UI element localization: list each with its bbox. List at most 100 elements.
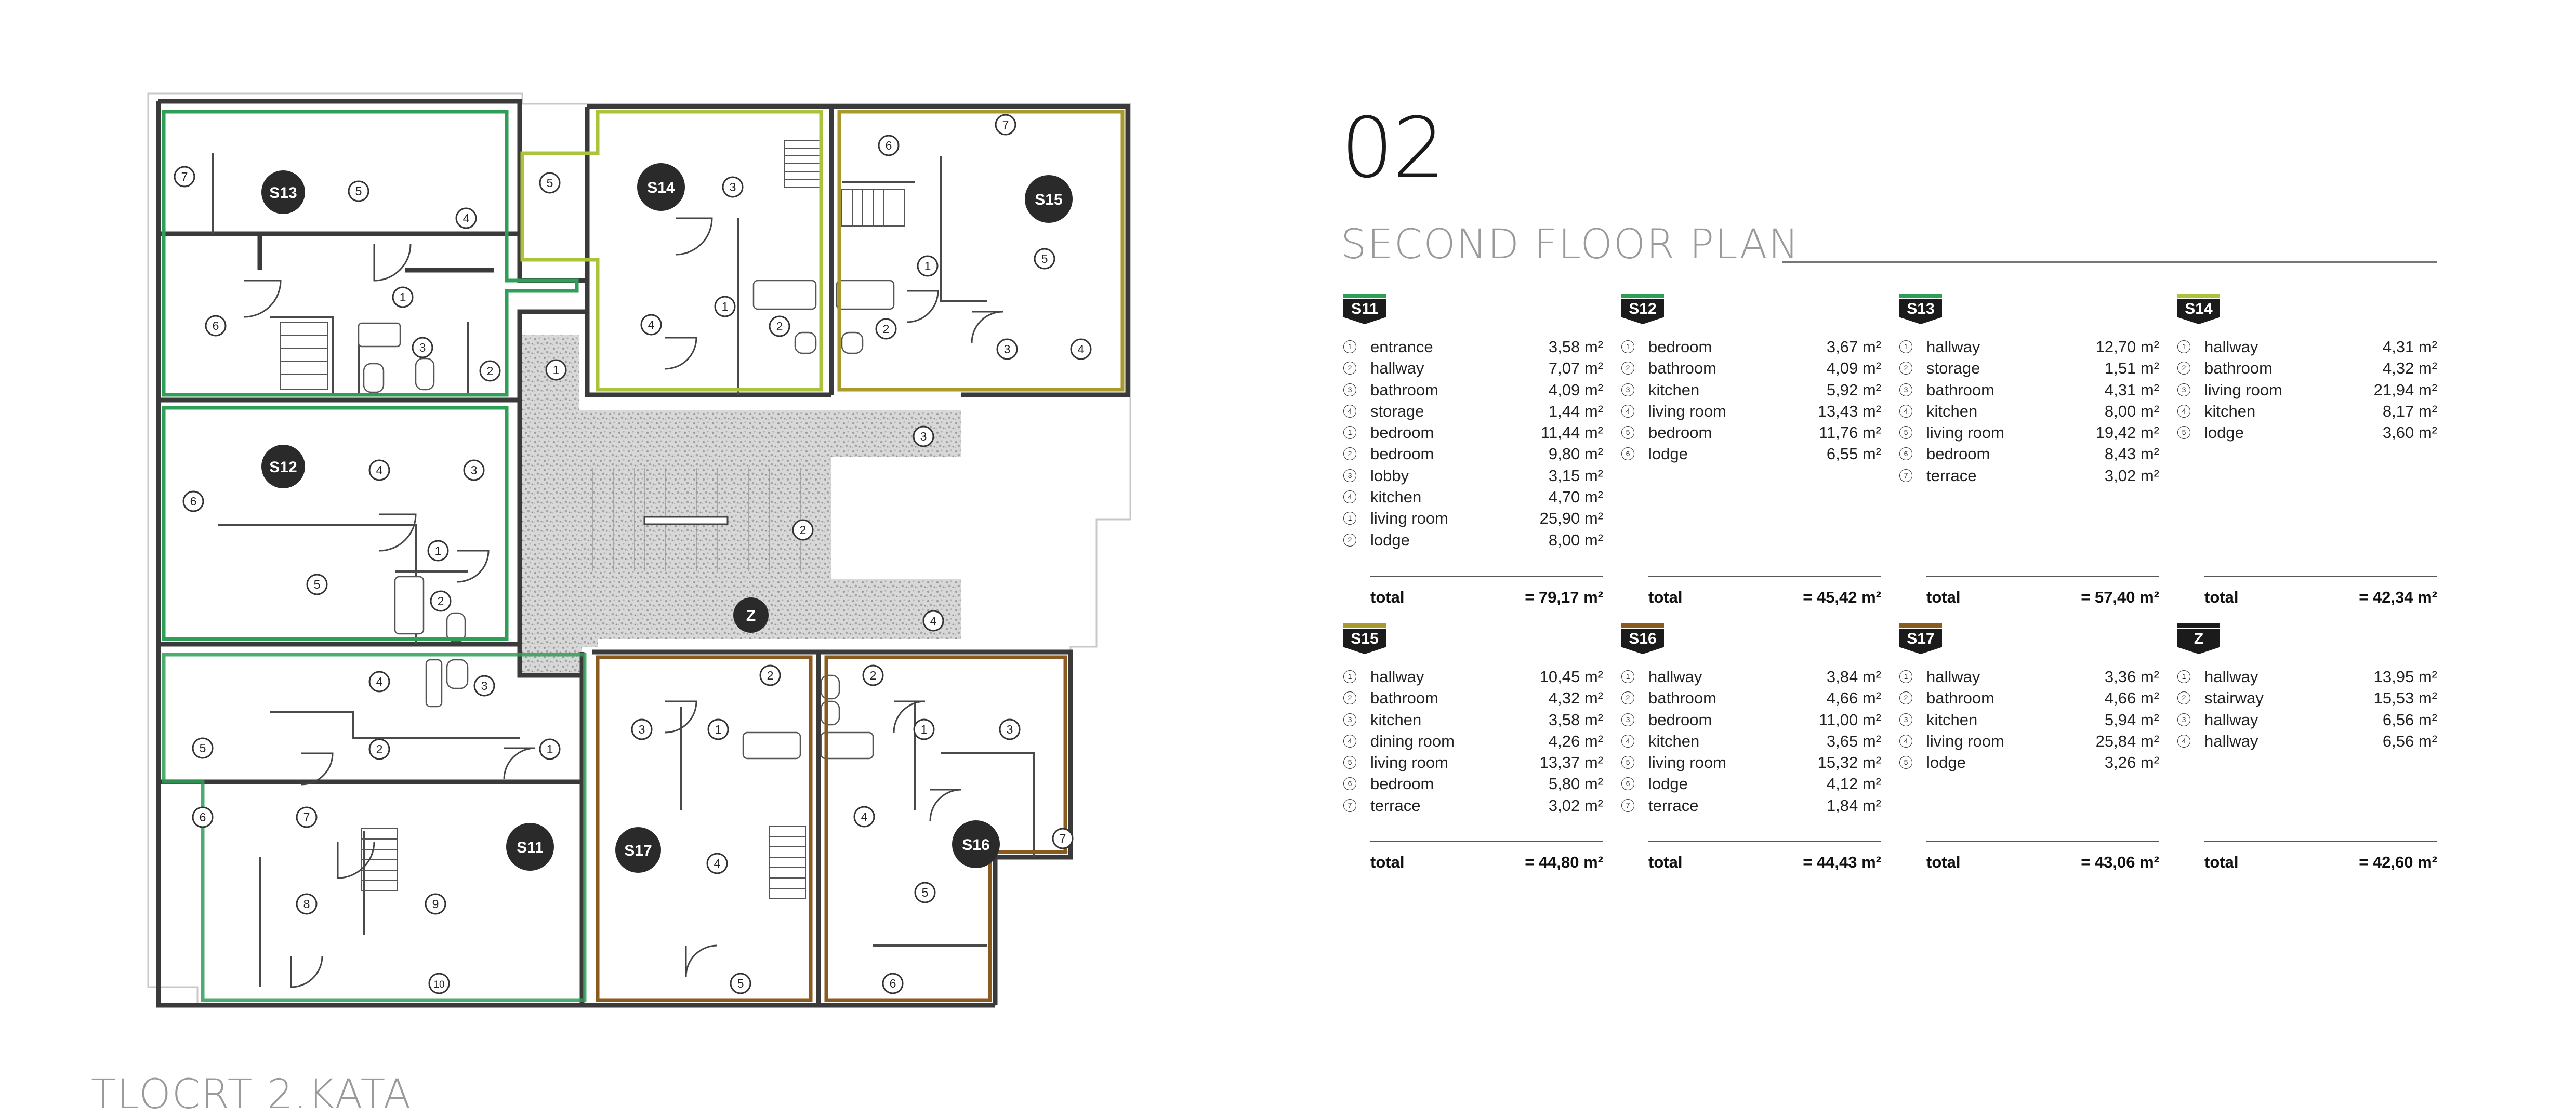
room-number-s13-2: 5 — [348, 180, 369, 202]
total-value: = 42,60 m² — [2359, 853, 2437, 871]
svg-text:6: 6 — [213, 319, 219, 332]
outline-s12 — [162, 406, 509, 641]
total-label: total — [2204, 853, 2239, 871]
room-name: storage — [1370, 402, 1424, 420]
total-row: total= 57,40 m² — [1926, 587, 2159, 608]
room-number-s16-7: 6 — [882, 973, 904, 994]
room-area: 4,32 m² — [2382, 359, 2437, 378]
room-number: 4 — [1621, 734, 1634, 748]
room-name: living room — [2204, 380, 2282, 399]
room-number: 5 — [1899, 756, 1912, 769]
room-number: 2 — [1343, 533, 1356, 547]
svg-text:1: 1 — [715, 723, 722, 736]
room-area: 11,00 m² — [1818, 710, 1881, 729]
unit-color-flag — [1621, 623, 1664, 628]
room-number: 2 — [2177, 362, 2190, 375]
room-number: 2 — [1343, 362, 1356, 375]
room-name: bedroom — [1370, 423, 1434, 442]
room-area: 8,43 m² — [2104, 445, 2159, 463]
room-number-s16-6: 5 — [914, 882, 936, 903]
room-number: 1 — [1621, 670, 1634, 683]
unit-color-flag — [2177, 623, 2220, 628]
room-area: 4,66 m² — [1826, 689, 1881, 708]
room-number: 1 — [1343, 670, 1356, 683]
room-area: 6,55 m² — [1826, 445, 1881, 463]
total-label: total — [1926, 853, 1961, 871]
svg-text:6: 6 — [190, 495, 197, 508]
svg-text:3: 3 — [1004, 342, 1011, 356]
total-row: total= 44,80 m² — [1370, 852, 1603, 873]
room-number: 4 — [1621, 404, 1634, 418]
room-name: hallway — [2204, 731, 2258, 750]
room-number: 6 — [1343, 777, 1356, 791]
svg-text:2: 2 — [870, 669, 877, 682]
room-area: 12,70 m² — [2095, 338, 2159, 356]
room-number-s17-3: 1 — [707, 718, 729, 740]
room-name: living room — [1370, 753, 1448, 772]
svg-text:6: 6 — [200, 810, 206, 824]
total-label: total — [1648, 588, 1683, 606]
room-number: 1 — [1899, 340, 1912, 353]
unit-tag-label: S12 — [1629, 300, 1657, 317]
room-number: 3 — [1899, 713, 1912, 726]
room-area: 3,02 m² — [2104, 466, 2159, 485]
room-area: 3,58 m² — [1548, 338, 1603, 356]
room-number: 3 — [2177, 713, 2190, 726]
svg-text:7: 7 — [1060, 832, 1066, 845]
total-row: total= 43,06 m² — [1926, 852, 2159, 873]
outline-s17 — [596, 655, 813, 1002]
room-area: 4,09 m² — [1548, 380, 1603, 399]
svg-text:5: 5 — [737, 977, 744, 990]
total-value: = 44,43 m² — [1803, 853, 1881, 871]
total-divider — [2204, 841, 2437, 842]
room-number: 2 — [2177, 691, 2190, 705]
room-number-s16-5: 7 — [1052, 828, 1074, 849]
room-name: storage — [1926, 359, 1980, 378]
room-area: 19,42 m² — [2095, 423, 2159, 442]
room-number: 5 — [1621, 426, 1634, 440]
room-number: 3 — [1343, 713, 1356, 726]
room-name: hallway — [2204, 338, 2258, 356]
room-name: bathroom — [2204, 359, 2273, 378]
svg-text:4: 4 — [463, 211, 470, 225]
svg-text:3: 3 — [471, 463, 478, 477]
room-number-s13-6: 3 — [412, 337, 433, 358]
unit-tag-label: S13 — [1907, 300, 1935, 317]
svg-text:2: 2 — [776, 320, 783, 333]
svg-text:7: 7 — [303, 810, 310, 824]
total-label: total — [1370, 588, 1405, 606]
room-area: 3,84 m² — [1826, 668, 1881, 686]
room-number-s13-7: 2 — [479, 360, 501, 382]
room-number-s16-4: 4 — [853, 806, 875, 828]
floor-title: SECOND FLOOR PLAN — [1341, 221, 1800, 268]
room-name: bedroom — [1648, 710, 1712, 729]
room-number: 5 — [1899, 426, 1912, 440]
unit-outlines — [162, 110, 1125, 1002]
room-area: 3,36 m² — [2104, 668, 2159, 686]
unit-tag-label: S15 — [1351, 630, 1379, 647]
svg-text:2: 2 — [376, 742, 383, 756]
room-number: 4 — [1343, 404, 1356, 418]
room-number-s12-2: 4 — [368, 459, 390, 481]
room-name: bedroom — [1370, 775, 1434, 793]
room-number: 1 — [2177, 340, 2190, 353]
room-name: living room — [1648, 402, 1726, 420]
room-area: 6,56 m² — [2382, 731, 2437, 750]
room-area: 3,15 m² — [1548, 466, 1603, 485]
